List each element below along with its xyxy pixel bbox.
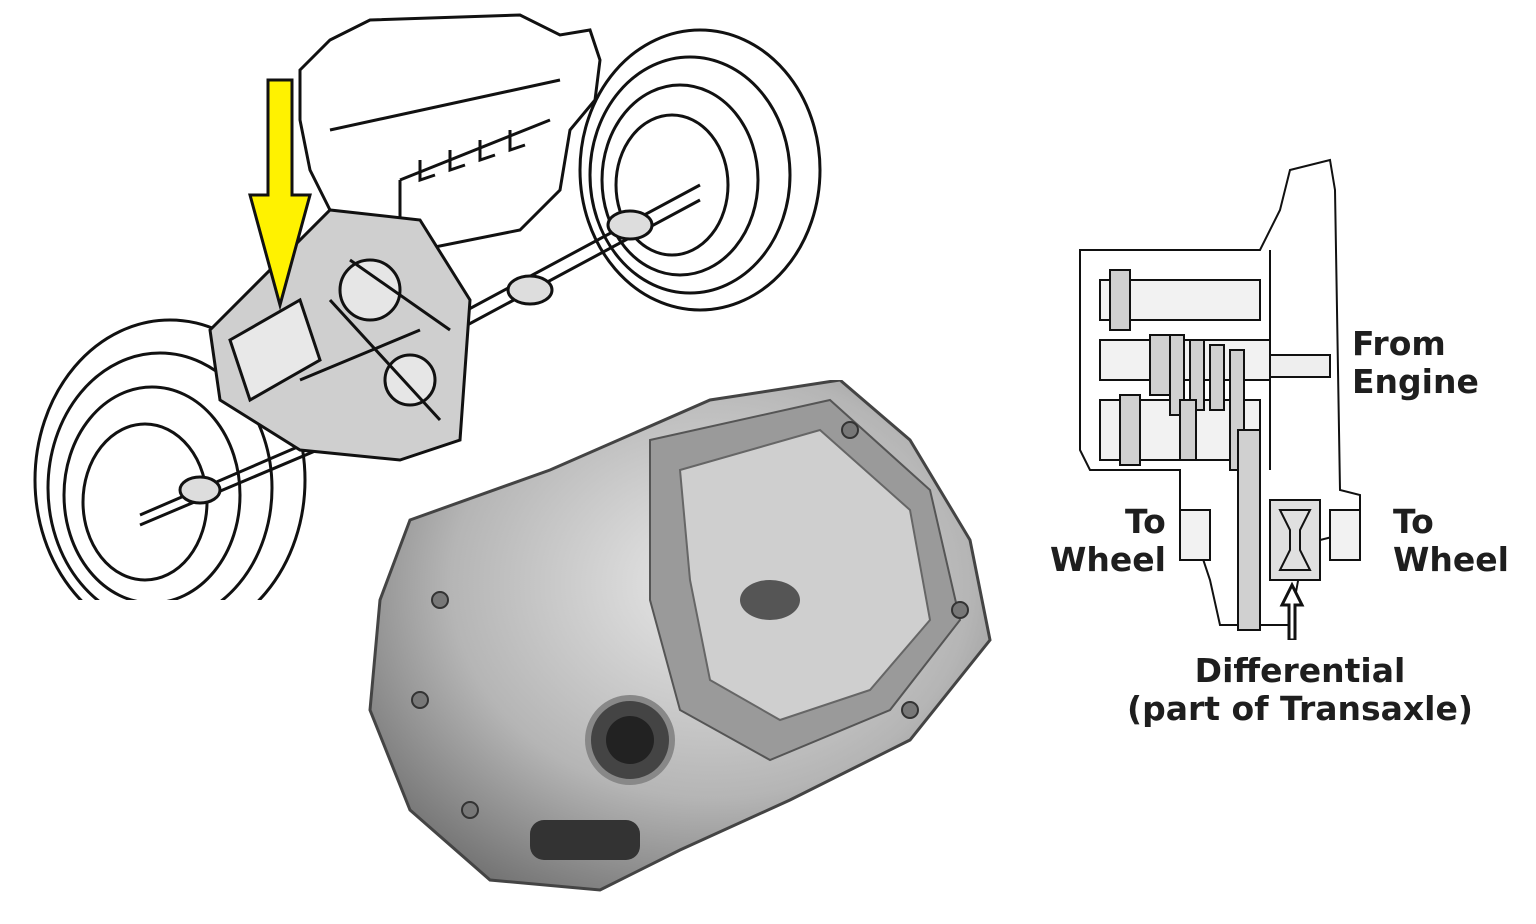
from-engine-label-line2: Engine [1352,361,1479,401]
differential-label-line1: Differential [1194,651,1406,690]
to-wheel-right-label-line1: To [1393,502,1434,541]
cutaway-gears-drawing [1079,158,1361,640]
differential-pointer-arrow-icon [1279,581,1305,640]
differential-label-line2: (part of Transaxle) [1127,688,1473,728]
yellow-arrow-icon [248,78,312,311]
from-engine-label-line1: From [1352,324,1446,363]
cutaway-schematic [1060,150,1400,640]
drivetrain-drawing [33,13,822,600]
to-wheel-left-label: To Wheel [1050,503,1166,579]
to-wheel-right-label-line2: Wheel [1393,539,1509,579]
differential-label: Differential (part of Transaxle) [1110,652,1490,728]
drivetrain-illustration [0,0,840,600]
to-wheel-left-label-line2: Wheel [1050,539,1166,579]
from-engine-label: From Engine [1352,325,1479,401]
right-wheel [578,28,822,312]
transaxle-photo [350,380,1010,900]
to-wheel-right-label: To Wheel [1393,503,1509,579]
to-wheel-left-label-line1: To [1125,502,1166,541]
transaxle-casting [368,380,992,892]
